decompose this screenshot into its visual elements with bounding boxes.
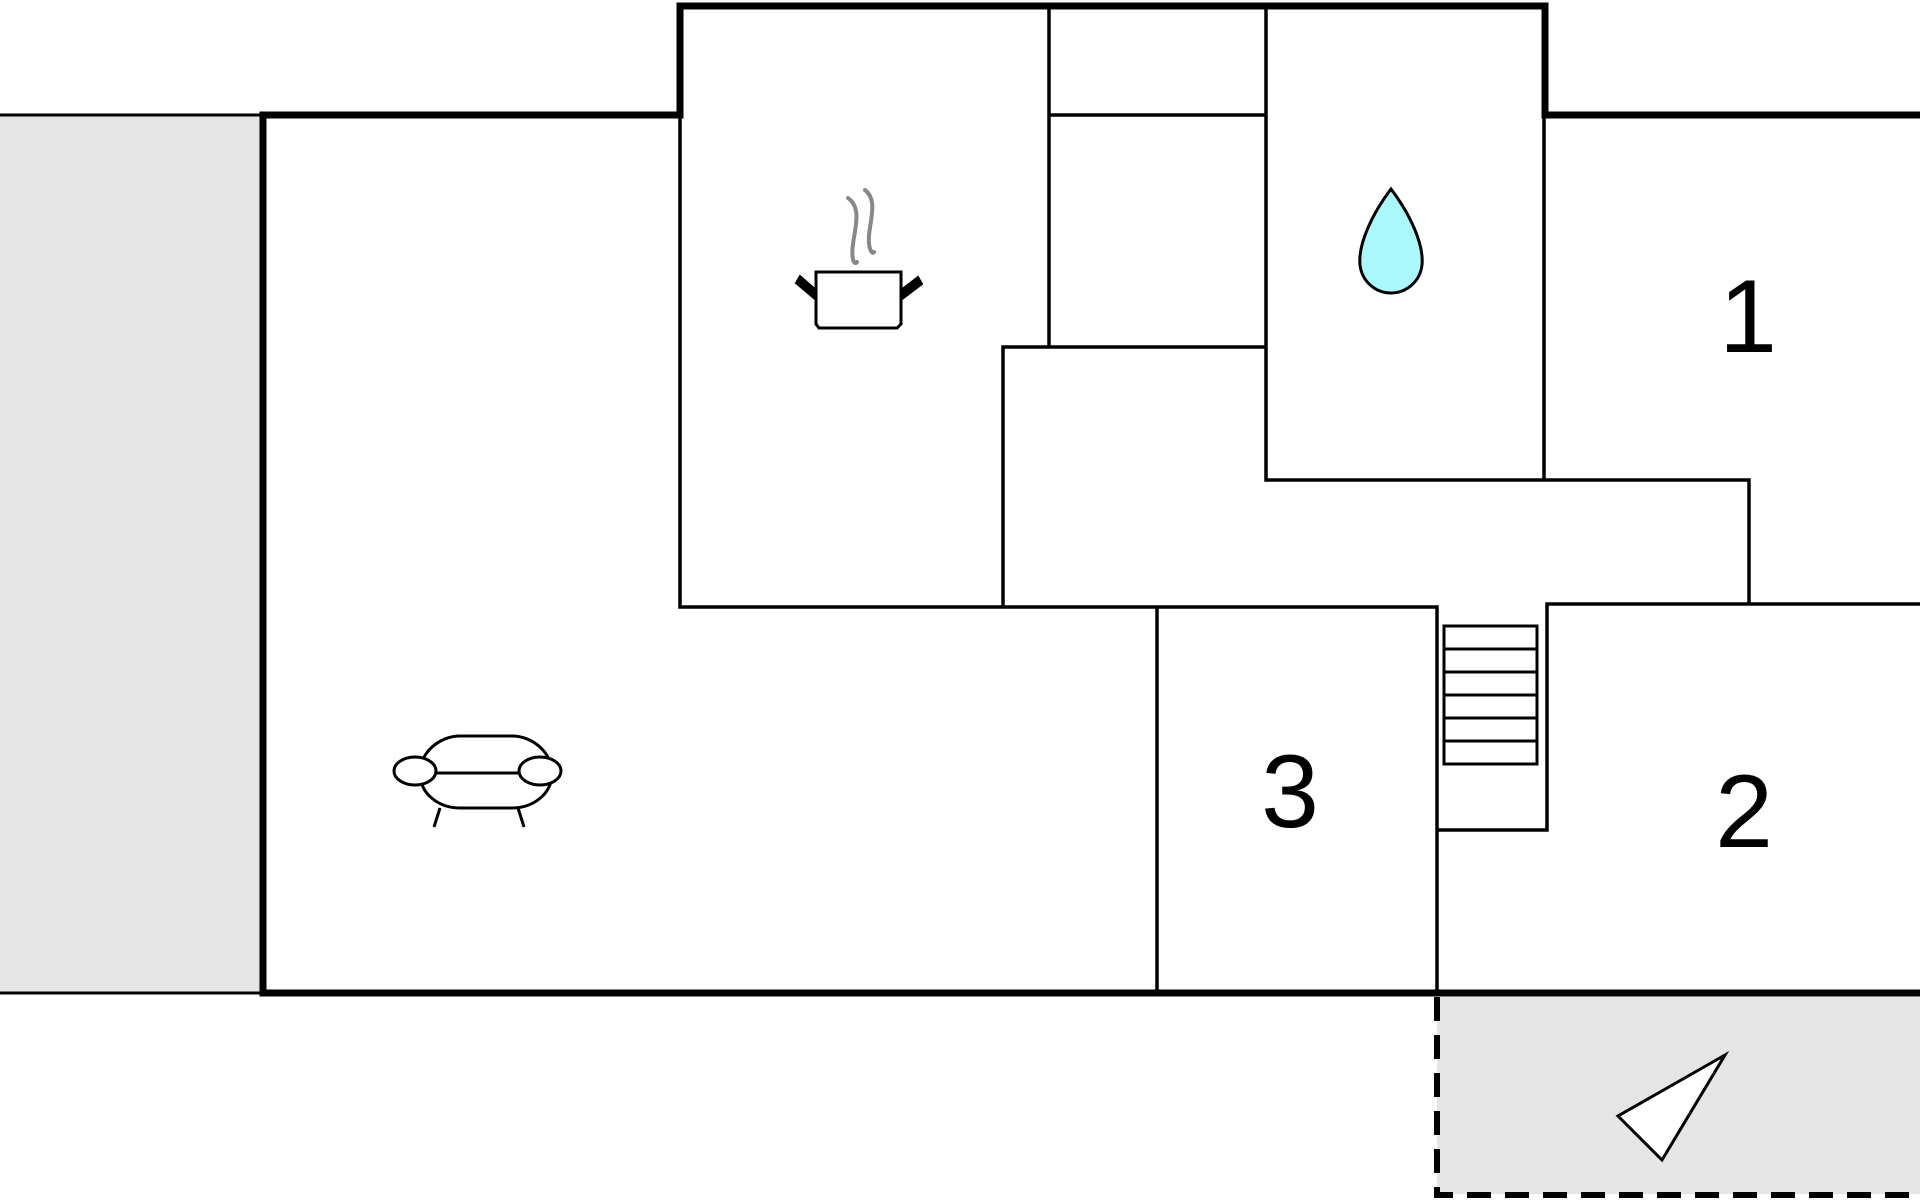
exterior-wall [259,2,1920,997]
room-label-3: 3 [1261,734,1319,850]
water-drop-icon [1358,186,1424,295]
room-label-1: 1 [1719,259,1777,375]
sofa-icon [392,734,563,828]
terrace-right-dashed-border [1434,997,1920,1198]
interior-walls [678,6,1920,993]
cooking-pot-icon [794,188,924,330]
room-label-2: 2 [1715,754,1773,870]
north-arrow-icon [1615,1050,1730,1163]
terrace-left [0,115,263,993]
stairs-icon [1442,624,1539,766]
